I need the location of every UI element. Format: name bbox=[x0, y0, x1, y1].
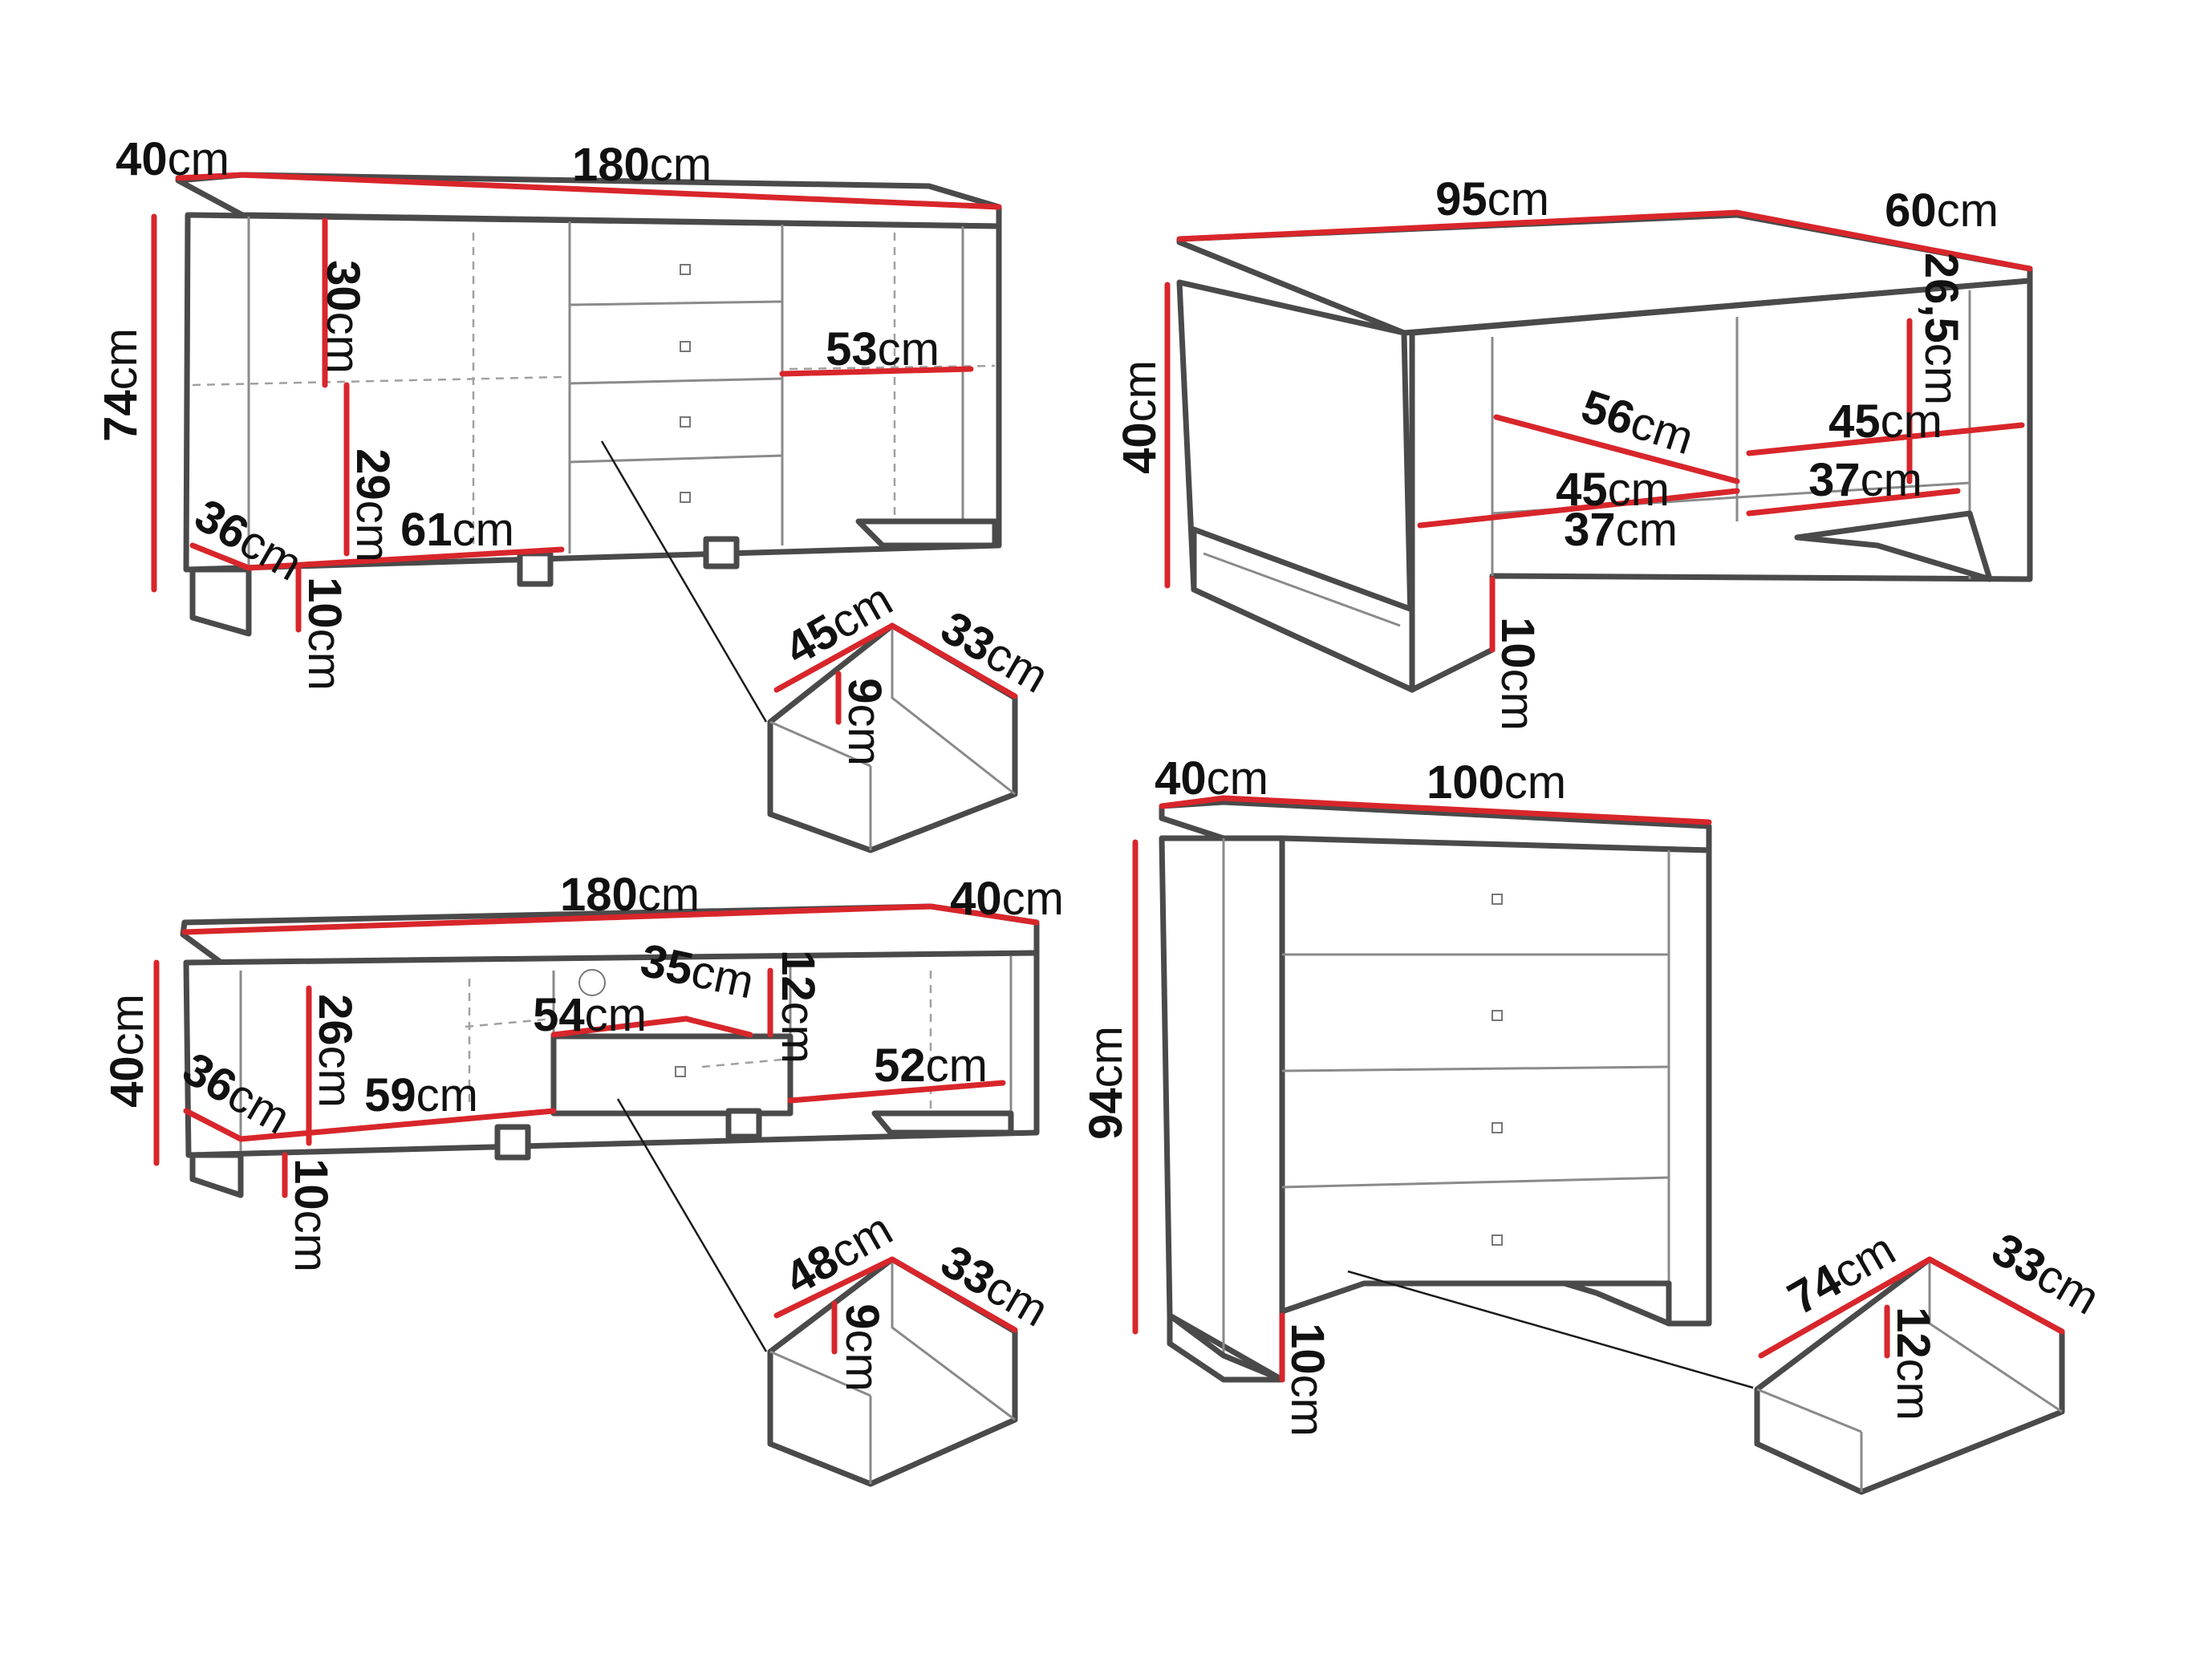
chest-drawer-height-label: 12cm bbox=[1887, 1307, 1939, 1421]
sideboard-depth-label: 40cm bbox=[116, 133, 229, 185]
sideboard-shelf-height-label: 30cm bbox=[317, 260, 369, 374]
tv-stand-compartment-height-label: 26cm bbox=[309, 994, 361, 1108]
tv-stand-width-label: 180cm bbox=[560, 869, 700, 921]
coffee-table-drawing bbox=[1164, 209, 2033, 693]
tv-stand-depth-label: 40cm bbox=[950, 873, 1064, 925]
tv-stand-drawer-opening-depth-label: 35cm bbox=[636, 934, 758, 1008]
sideboard-inner-width-label: 61cm bbox=[400, 504, 514, 556]
tv-stand-drawer-opening-width-label: 54cm bbox=[533, 989, 647, 1041]
sideboard-drawing bbox=[151, 172, 1018, 853]
sideboard-lower-height-label: 29cm bbox=[347, 448, 399, 562]
tv-stand-drawing bbox=[153, 903, 1040, 1487]
sideboard-compartment-width-label: 53cm bbox=[826, 323, 940, 375]
coffee-table-height-label: 40cm bbox=[1114, 360, 1166, 474]
chest-height-label: 94cm bbox=[1080, 1026, 1132, 1140]
sideboard-leg-height-label: 10cm bbox=[298, 577, 351, 691]
chest-width-label: 100cm bbox=[1427, 756, 1566, 809]
coffee-table-shelf-depth-left-upper-label: 45cm bbox=[1556, 464, 1670, 516]
tv-stand-height-label: 40cm bbox=[101, 994, 153, 1108]
coffee-table-shelf-depth-right-label: 37cm bbox=[1808, 454, 1922, 506]
sideboard-height-label: 74cm bbox=[95, 328, 147, 442]
tv-stand-drawer-height-label: 9cm bbox=[836, 1303, 888, 1392]
coffee-table-width-label: 95cm bbox=[1435, 173, 1549, 225]
tv-stand-left-width-label: 59cm bbox=[364, 1069, 478, 1121]
sideboard-width-label: 180cm bbox=[572, 139, 712, 191]
tv-stand-leg-height-label: 10cm bbox=[285, 1158, 337, 1272]
tv-stand-right-width-label: 52cm bbox=[874, 1040, 988, 1092]
coffee-table-shelf-width-right-label: 45cm bbox=[1828, 395, 1942, 448]
coffee-table-shelf-depth-left-lower-label: 37cm bbox=[1564, 504, 1678, 556]
sideboard-drawer-height-label: 9cm bbox=[838, 678, 891, 766]
chest-depth-label: 40cm bbox=[1155, 752, 1268, 805]
tv-stand-drawer-opening-height-label: 12cm bbox=[772, 950, 824, 1064]
chest-of-drawers-drawing bbox=[1132, 795, 2065, 1495]
coffee-table-depth-label: 60cm bbox=[1885, 184, 1999, 237]
coffee-table-shelf-height-label: 26,5cm bbox=[1915, 253, 1967, 405]
coffee-table-leg-height-label: 10cm bbox=[1492, 617, 1544, 731]
chest-leg-height-label: 10cm bbox=[1281, 1323, 1333, 1437]
